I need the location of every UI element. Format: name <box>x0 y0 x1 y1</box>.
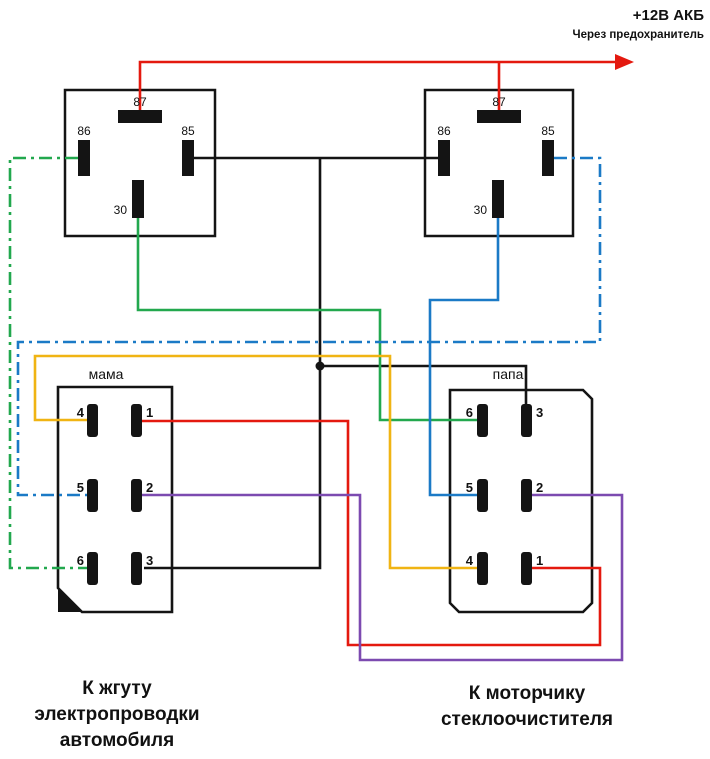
papa-pin-slot-1 <box>521 552 532 585</box>
mama-pin-slot-1 <box>131 404 142 437</box>
relay-1-pin-85-label: 85 <box>181 124 195 138</box>
relay-2-pin-30 <box>492 180 504 218</box>
caption-right-line-2: стеклоочистителя <box>441 709 613 730</box>
mama-pin-number-5: 5 <box>77 480 84 495</box>
relay-2-pin-87-label: 87 <box>492 95 506 109</box>
papa-pin-number-5: 5 <box>466 480 473 495</box>
caption-right-line-1: К моторчику <box>469 683 586 704</box>
junction-dot <box>315 361 325 371</box>
mama-pin-number-2: 2 <box>146 480 153 495</box>
wire-black-to-mama-pin3 <box>144 157 322 570</box>
relay-2-pin-85-label: 85 <box>541 124 555 138</box>
mama-pin-slot-6 <box>87 552 98 585</box>
wire-green-relay1-to-papa-pin6 <box>136 218 478 422</box>
relay-2-pin-30-label: 30 <box>474 203 488 217</box>
relay-1-pin-30-label: 30 <box>114 203 128 217</box>
mama-connector: 4 1 5 2 6 3 мама <box>77 366 153 585</box>
papa-pin-number-6: 6 <box>466 405 473 420</box>
mama-pin-number-6: 6 <box>77 553 84 568</box>
wire-yellow-mama-pin4-to-papa-pin4 <box>33 354 478 570</box>
papa-pin-slot-5 <box>477 479 488 512</box>
mama-pin-number-3: 3 <box>146 553 153 568</box>
wire-purple-mama-pin2-to-papa-pin2 <box>142 493 624 662</box>
relay-1-pin-86 <box>78 140 90 176</box>
caption-left-line-1: К жгуту <box>82 678 152 699</box>
papa-pin-number-2: 2 <box>536 480 543 495</box>
wire-red-mama-pin1-to-papa-pin1 <box>142 419 602 647</box>
papa-pin-slot-4 <box>477 552 488 585</box>
relay-1-pin-30 <box>132 180 144 218</box>
mama-pin-number-4: 4 <box>77 405 85 420</box>
power-source-label: +12В АКБ <box>633 7 704 24</box>
papa-pin-slot-6 <box>477 404 488 437</box>
caption-left: К жгуту электропроводки автомобиля <box>34 678 199 751</box>
wire-green-dashdot-to-mama-pin6 <box>8 156 89 570</box>
relay-1-pin-86-label: 86 <box>77 124 91 138</box>
relay-1-pin-87-label: 87 <box>133 95 147 109</box>
wire-blue-relay2-to-papa-pin5 <box>428 218 500 497</box>
relay-1-pin-87 <box>118 110 162 123</box>
mama-pin-slot-5 <box>87 479 98 512</box>
power-arrow-icon <box>615 54 634 70</box>
mama-connector-label: мама <box>89 366 124 382</box>
mama-pin-slot-2 <box>131 479 142 512</box>
relay-2-pin-86-label: 86 <box>437 124 451 138</box>
papa-pin-number-3: 3 <box>536 405 543 420</box>
papa-pin-number-1: 1 <box>536 553 543 568</box>
papa-pin-slot-3 <box>521 404 532 437</box>
papa-pin-number-4: 4 <box>466 553 474 568</box>
papa-connector-label: папа <box>493 366 524 382</box>
wire-power-red <box>138 60 616 110</box>
relay-1-pin-85 <box>182 140 194 176</box>
caption-left-line-2: электропроводки <box>34 704 199 725</box>
mama-pin-number-1: 1 <box>146 405 153 420</box>
relay-1: 87 86 85 30 <box>77 95 195 218</box>
relay-2-pin-86 <box>438 140 450 176</box>
papa-pin-slot-2 <box>521 479 532 512</box>
caption-right: К моторчику стеклоочистителя <box>441 683 613 730</box>
relay-2: 87 86 85 30 <box>437 95 555 218</box>
mama-connector-body <box>56 385 174 614</box>
caption-left-line-3: автомобиля <box>60 730 174 751</box>
mama-pin-slot-3 <box>131 552 142 585</box>
wire-blue-dashdot-to-mama-pin5 <box>16 156 602 497</box>
mama-pin-slot-4 <box>87 404 98 437</box>
relay-2-pin-85 <box>542 140 554 176</box>
wire-black-to-papa-pin3 <box>320 364 528 406</box>
power-fuse-note: Через предохранитель <box>573 29 704 41</box>
mama-corner-notch <box>58 588 82 612</box>
papa-connector: 6 3 5 2 4 1 папа <box>466 366 543 585</box>
relay-2-pin-87 <box>477 110 521 123</box>
